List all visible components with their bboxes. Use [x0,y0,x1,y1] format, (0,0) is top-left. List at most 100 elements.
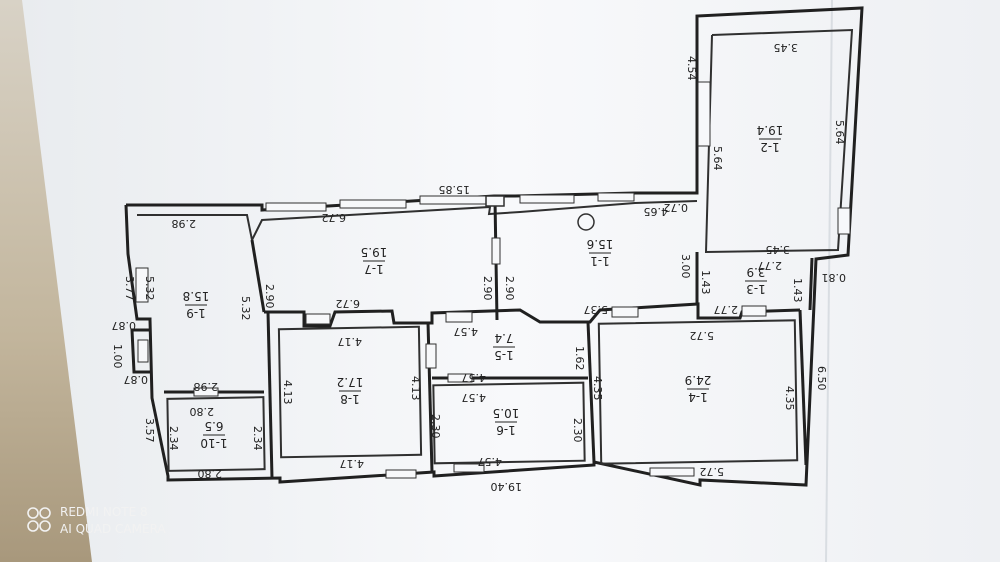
dim-r13-top: 2.77 [758,259,783,272]
door-17-11 [491,237,501,265]
r18-inner [277,325,423,459]
r14-inner [597,319,799,465]
dim-r19-left-outer: 3.77 [123,276,136,301]
dim-r18-bottom: 4.17 [340,457,365,470]
r16-inner [432,381,586,465]
dim-r18-right: 4.13 [409,376,422,401]
door-13 [741,305,767,317]
dim-r19-top: 2.98 [172,217,197,230]
room-label: 1-10 6.5 [200,419,227,450]
watermark-logo-icon [27,507,39,519]
window-r12-right [837,207,851,235]
room-labels: 1-115.61-219.41-33.91-424.91-57.41-610.5… [183,123,784,450]
room-label: 1-6 10.5 [493,406,520,437]
window-bottom-b [453,463,485,473]
dim-r19-right: 5.32 [239,296,252,321]
dim-left-step-c: 1.00 [111,344,124,369]
walls [124,6,864,487]
door-19-110 [193,387,219,397]
wall-14-right [798,309,808,466]
room-id: 1-10 [200,436,227,450]
dim-r12-outer-left: 4.54 [685,56,698,81]
dim-r12-top: 3.45 [774,41,799,54]
dim-r14-bottom: 5.72 [700,465,725,478]
watermark-line1: REDMI NOTE 8 [60,505,148,519]
dim-r13-outer: 3.00 [679,254,692,279]
dim-r12-left: 5.64 [711,146,724,171]
window-left-lower [137,339,149,363]
room-id: 1-6 [496,423,516,437]
left-step [130,328,152,374]
paper-sheet [22,0,1000,562]
watermark-line2: AI QUAD CAMERA [60,522,166,536]
windows [135,81,851,479]
wall-mid-horizontal [264,302,801,328]
room-id: 1-2 [760,140,780,154]
window-r17-top-a [265,202,327,212]
dim-r17-top: 6.72 [322,211,347,224]
dimension-labels: 15.85 19.40 3.45 3.45 5.64 5.64 4.54 0.7… [111,41,846,493]
dim-r11-left-b: 2.90 [503,276,516,301]
room-area: 17.2 [337,375,364,389]
window-bottom-c [649,467,695,477]
room-id: 1-9 [186,306,206,320]
room-area: 19.5 [361,245,388,259]
dim-r17-bottom: 6.72 [336,297,361,310]
dim-r11-top: 4.65 [644,205,669,218]
outer-wall [124,6,864,487]
window-r17-top-b [339,199,407,209]
window-r11-top [519,194,575,204]
dim-r14-right: 4.35 [783,386,796,411]
dim-right-outer-b: 6.50 [815,366,828,391]
window-r11-top-b [597,192,635,202]
room-label: 1-9 15.8 [183,289,210,320]
dim-r15-bottom: 4.57 [462,371,487,384]
post-marker [485,195,505,207]
door-11-14 [611,306,639,318]
room-area: 24.9 [685,373,712,387]
room-label: 1-719.5 [361,245,388,276]
room-label: 1-57.4 [493,331,515,362]
room-id: 1-4 [688,390,708,404]
room-label: 1-33.9 [745,265,767,296]
room-area: 3.9 [746,265,765,279]
dim-r16-top: 4.57 [462,391,487,404]
dim-r16-bottom: 4.57 [478,455,503,468]
paper-fold [825,0,833,562]
watermark-logo-icon-c [27,520,39,532]
room-label: 1-115.6 [587,237,614,268]
wall-15-14 [586,321,596,463]
dim-r11-left-a: 2.90 [481,276,494,301]
dim-bottom-overall: 19.40 [491,480,523,493]
room-area: 15.8 [183,289,210,303]
room-area: 15.6 [587,237,614,251]
dim-r14-top: 5.72 [690,329,715,342]
window-r12-left [697,81,711,147]
room-area: 6.5 [204,419,223,433]
door-17-18 [305,313,331,325]
r12-inner [704,28,854,254]
wall-110-18 [266,311,274,479]
room-area: 7.4 [494,331,513,345]
dim-left-step-b: 0.87 [124,373,149,386]
wall-19-17 [250,239,266,313]
dim-top-overall: 15.85 [439,183,471,196]
window-bottom-a [385,469,417,479]
door-18-15 [425,343,437,369]
watermark-logo-icon-b [39,507,51,519]
dim-r17-left: 2.90 [263,284,276,309]
dim-r13-right: 1.43 [791,278,804,303]
room-id: 1-5 [494,348,514,362]
dim-r13-left: 1.43 [699,270,712,295]
dim-r12-bottom: 3.45 [766,243,791,256]
wall-13-right [808,257,814,311]
dim-r15-top: 4.57 [454,325,479,338]
inner-wall-outline [137,200,698,244]
room-area: 10.5 [493,406,520,420]
door-15-16 [447,373,473,383]
room-id: 1-3 [746,282,766,296]
room-label: 1-4 24.9 [685,373,712,404]
camera-watermark: REDMI NOTE 8 AI QUAD CAMERA [27,505,166,536]
dim-r110-right: 2.34 [251,426,264,451]
